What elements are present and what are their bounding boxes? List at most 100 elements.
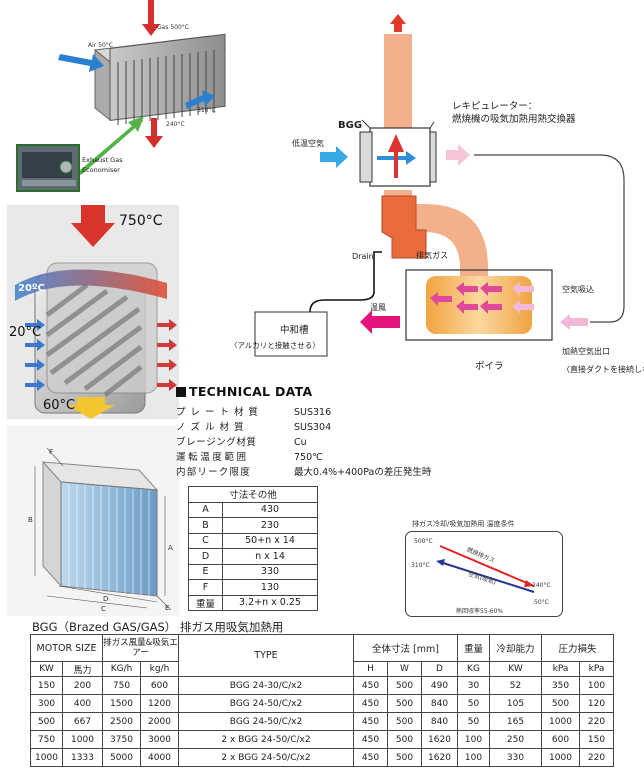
gas-in-label: Gas 500°C	[157, 24, 190, 31]
dim-value: 130	[222, 579, 318, 596]
dim-value: 330	[222, 563, 318, 580]
air-loop-line	[474, 154, 625, 323]
gas-out-label: 240°C	[166, 121, 185, 128]
table-cell: 450	[353, 748, 388, 767]
direct-duct-note: 〈直接ダクトを接続しな	[562, 365, 644, 374]
plate-top-temp: 750°C	[119, 213, 163, 229]
table-cell: 105	[489, 694, 542, 713]
table-cell: 1620	[421, 748, 458, 767]
table-cell: 450	[353, 730, 388, 749]
dim-key: E	[188, 563, 223, 580]
exhaust-duct-top	[384, 34, 412, 144]
cold-air-label: 低温空気	[292, 139, 324, 148]
t500-label: 500°C	[414, 538, 433, 545]
table-cell: 300	[30, 694, 63, 713]
bgg-label: BGG	[338, 120, 363, 131]
table-cell: 600	[541, 730, 580, 749]
dimension-drawing-svg: BFC DAE	[28, 447, 173, 613]
exhaust-out-arrow	[390, 14, 406, 32]
table-cell: 450	[353, 676, 388, 695]
elbow-fitting	[381, 195, 427, 259]
cold-air-in-arrow	[320, 146, 348, 168]
type-header: TYPE	[178, 634, 354, 677]
table-cell: 150	[30, 676, 63, 695]
table-cell: 840	[421, 694, 458, 713]
capacity-header: 冷却能力	[489, 634, 542, 662]
table-cell: 3000	[140, 730, 179, 749]
table-cell: 100	[457, 730, 490, 749]
recuperator-line1: レキピュレーター：	[452, 101, 538, 112]
svg-text:E: E	[165, 604, 169, 612]
exhaust-gas-label: 排気ガス	[416, 251, 448, 260]
economiser-figure: Gas 500°C Air 50°C 310°C 240°C Exhaust G…	[0, 0, 240, 200]
table-cell: 600	[140, 676, 179, 695]
flow-header: 排ガス風量&吸気エアー	[102, 634, 179, 662]
gas-in-arrow	[142, 0, 160, 36]
table-cell: 500	[30, 712, 63, 731]
boiler-arrows	[430, 282, 502, 314]
svg-text:B: B	[28, 516, 33, 524]
table-cell: 1200	[140, 694, 179, 713]
dim-key: F	[188, 579, 223, 596]
dim-key: D	[188, 548, 223, 565]
temp-chart-title: 排ガス冷却/吸気加熱用 温度条件	[412, 520, 515, 528]
tech-value: SUS316	[294, 407, 332, 418]
table-cell: 667	[62, 712, 103, 731]
hot-in-arrow	[71, 205, 115, 247]
air-intake-label: 空気吸込	[562, 285, 594, 294]
heated-air-outlet-label: 加熱空気出口	[562, 347, 610, 356]
gas-through-arrow	[388, 134, 404, 178]
tech-value: Cu	[294, 437, 307, 448]
table-cell: 30	[457, 676, 490, 695]
tech-value: SUS304	[294, 422, 332, 433]
spec-table: MOTOR SIZE 排ガス風量&吸気エアー TYPE 全体寸法 [mm] 重量…	[30, 634, 614, 767]
boiler-housing	[405, 269, 553, 341]
air-line	[439, 561, 535, 593]
table-cell: 2 x BGG 24-50/C/x2	[178, 730, 354, 749]
tech-key: プレート材質	[176, 407, 264, 418]
temp-chart-box: 燃焼排ガス 空気(吸気) 500°C 310°C 240°C 50°C 熱回収率…	[405, 531, 563, 617]
table-cell: 750	[30, 730, 63, 749]
table-cell: 3750	[102, 730, 141, 749]
unit-header: kPa	[579, 661, 614, 677]
pointer-arrow	[78, 116, 144, 175]
tech-key: 内部リーク限度	[176, 467, 251, 478]
hot-air-out-arrow	[360, 310, 400, 334]
table-cell: 52	[489, 676, 542, 695]
system-diagram-svg	[254, 14, 625, 357]
tech-row: ブレージング材質 Cu	[176, 434, 307, 448]
gas-out-arrow	[145, 118, 163, 148]
gas-line	[439, 545, 535, 587]
table-cell: 400	[62, 694, 103, 713]
table-cell: 150	[579, 730, 614, 749]
unit-header: KG/h	[102, 661, 141, 677]
tech-key: ブレージング材質	[176, 437, 257, 448]
unit-header: W	[387, 661, 422, 677]
unit-header: KW	[30, 661, 63, 677]
dim-value: 3.2+n x 0.25	[222, 594, 318, 611]
economiser-drawing	[16, 0, 227, 192]
table-cell: 250	[489, 730, 542, 749]
dim-key: C	[188, 532, 223, 549]
table-cell: 1620	[421, 730, 458, 749]
dimension-table-header: 寸法その他	[188, 486, 318, 503]
air-in-label: Air 50°C	[88, 42, 113, 49]
air-out-arrow	[185, 90, 215, 109]
table-cell: 4000	[140, 748, 179, 767]
tech-key: 運転温度範囲	[176, 452, 249, 463]
unit-header: H	[353, 661, 388, 677]
table-cell: 750	[102, 676, 141, 695]
table-cell: 1000	[62, 730, 103, 749]
boiler-body	[426, 276, 532, 334]
table-cell: 1000	[541, 712, 580, 731]
table-cell: 450	[353, 694, 388, 713]
